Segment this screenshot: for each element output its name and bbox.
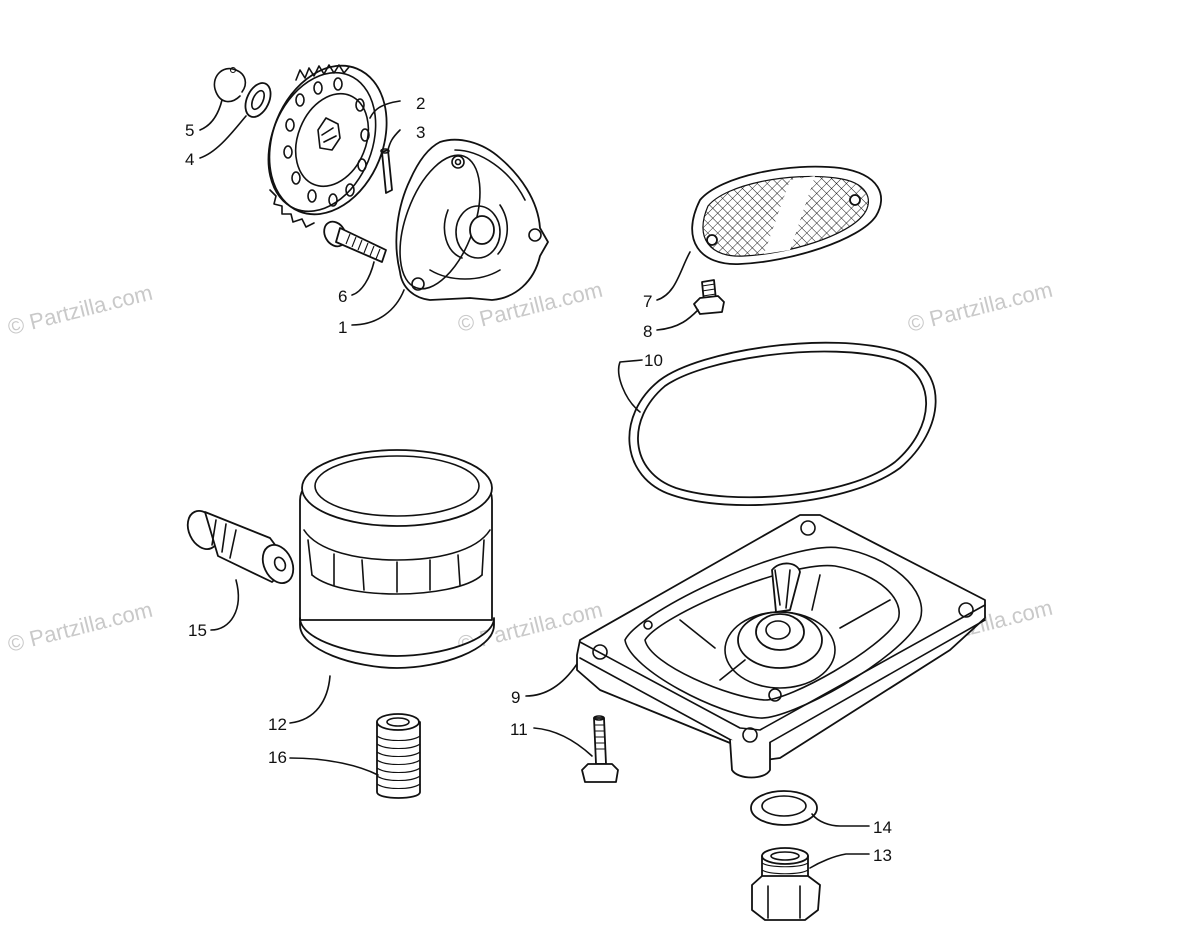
callout-label-8[interactable]: 8 xyxy=(643,322,652,341)
callout-label-6[interactable]: 6 xyxy=(338,287,347,306)
callout-label-9[interactable]: 9 xyxy=(511,688,520,707)
part-1-oil-pump[interactable] xyxy=(384,138,549,301)
callout-label-16[interactable]: 16 xyxy=(268,748,287,767)
callout-label-2[interactable]: 2 xyxy=(416,94,425,113)
part-9-housing[interactable] xyxy=(576,514,986,779)
callout-label-11[interactable]: 11 xyxy=(510,720,528,739)
callout-label-15[interactable]: 15 xyxy=(188,621,207,640)
watermark-text: © Partzilla.com xyxy=(905,277,1055,337)
callout-labels: 1 2 3 4 5 6 7 8 9 10 11 12 13 14 15 16 xyxy=(185,94,892,865)
part-6-bolt[interactable] xyxy=(320,218,387,263)
callout-label-14[interactable]: 14 xyxy=(873,818,892,837)
callout-label-3[interactable]: 3 xyxy=(416,123,425,142)
part-5-snap-ring[interactable] xyxy=(213,66,247,103)
part-12-oil-filter[interactable] xyxy=(299,449,495,669)
part-3-pin[interactable] xyxy=(380,148,393,194)
part-10-gasket[interactable] xyxy=(628,341,937,506)
watermark-text: © Partzilla.com xyxy=(5,280,155,340)
part-13-drain-plug[interactable] xyxy=(751,847,821,921)
part-16-nipple[interactable] xyxy=(376,713,421,799)
part-11-bolt[interactable] xyxy=(581,715,619,783)
callout-label-1[interactable]: 1 xyxy=(338,318,347,337)
part-7-strainer-screen[interactable] xyxy=(691,165,882,265)
part-4-washer[interactable] xyxy=(240,79,275,121)
callout-label-10[interactable]: 10 xyxy=(644,351,663,370)
part-2-sprocket[interactable] xyxy=(248,48,408,232)
part-8-bolt[interactable] xyxy=(693,279,725,315)
leader-lines xyxy=(199,99,870,869)
part-15-sensor[interactable] xyxy=(182,506,299,588)
callout-label-4[interactable]: 4 xyxy=(185,150,194,169)
callout-label-13[interactable]: 13 xyxy=(873,846,892,865)
callout-label-12[interactable]: 12 xyxy=(268,715,287,734)
part-14-washer[interactable] xyxy=(750,790,818,826)
watermark-text: © Partzilla.com xyxy=(5,597,155,657)
callout-label-7[interactable]: 7 xyxy=(643,292,652,311)
callout-label-5[interactable]: 5 xyxy=(185,121,194,140)
